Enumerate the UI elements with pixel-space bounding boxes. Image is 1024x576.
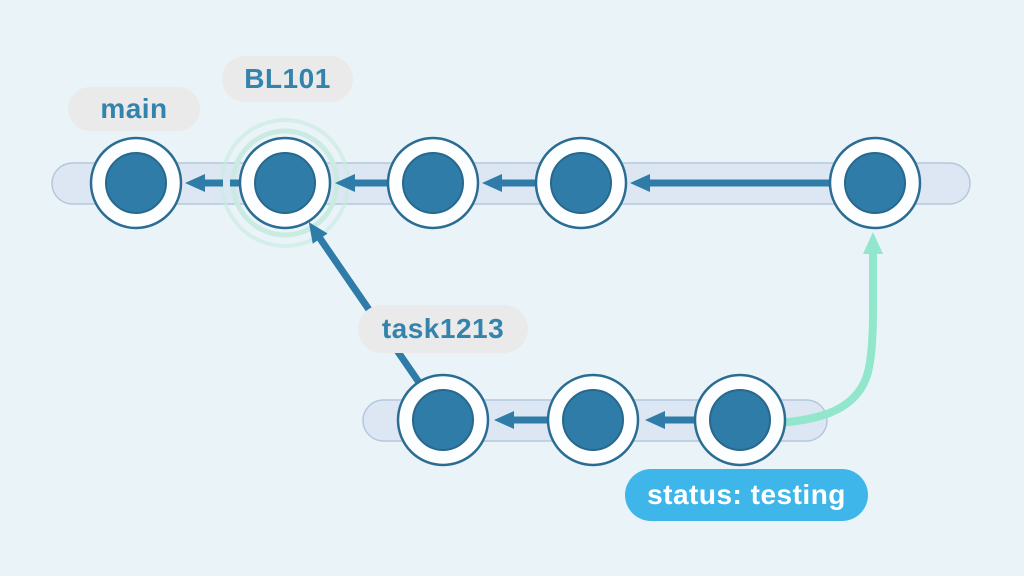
bl101-tag-label-text: BL101 [244,63,331,94]
commit-main-1 [89,136,183,230]
commit-task-2 [546,373,640,467]
status-badge-text: status: testing [647,479,846,510]
merge-arrow [756,232,883,428]
commit-main-2-bl101 [238,136,332,230]
main-branch-label-text: main [100,93,168,124]
main-branch-label: main [68,87,200,131]
commit-task-3 [693,373,787,467]
commit-task-1 [396,373,490,467]
commit-main-5 [828,136,922,230]
task-branch-label-text: task1213 [381,313,505,344]
commit-main-3 [386,136,480,230]
status-badge: status: testing [625,469,868,521]
task-branch-label: task1213 [358,305,528,353]
commit-main-4 [534,136,628,230]
bl101-tag-label: BL101 [222,56,353,102]
